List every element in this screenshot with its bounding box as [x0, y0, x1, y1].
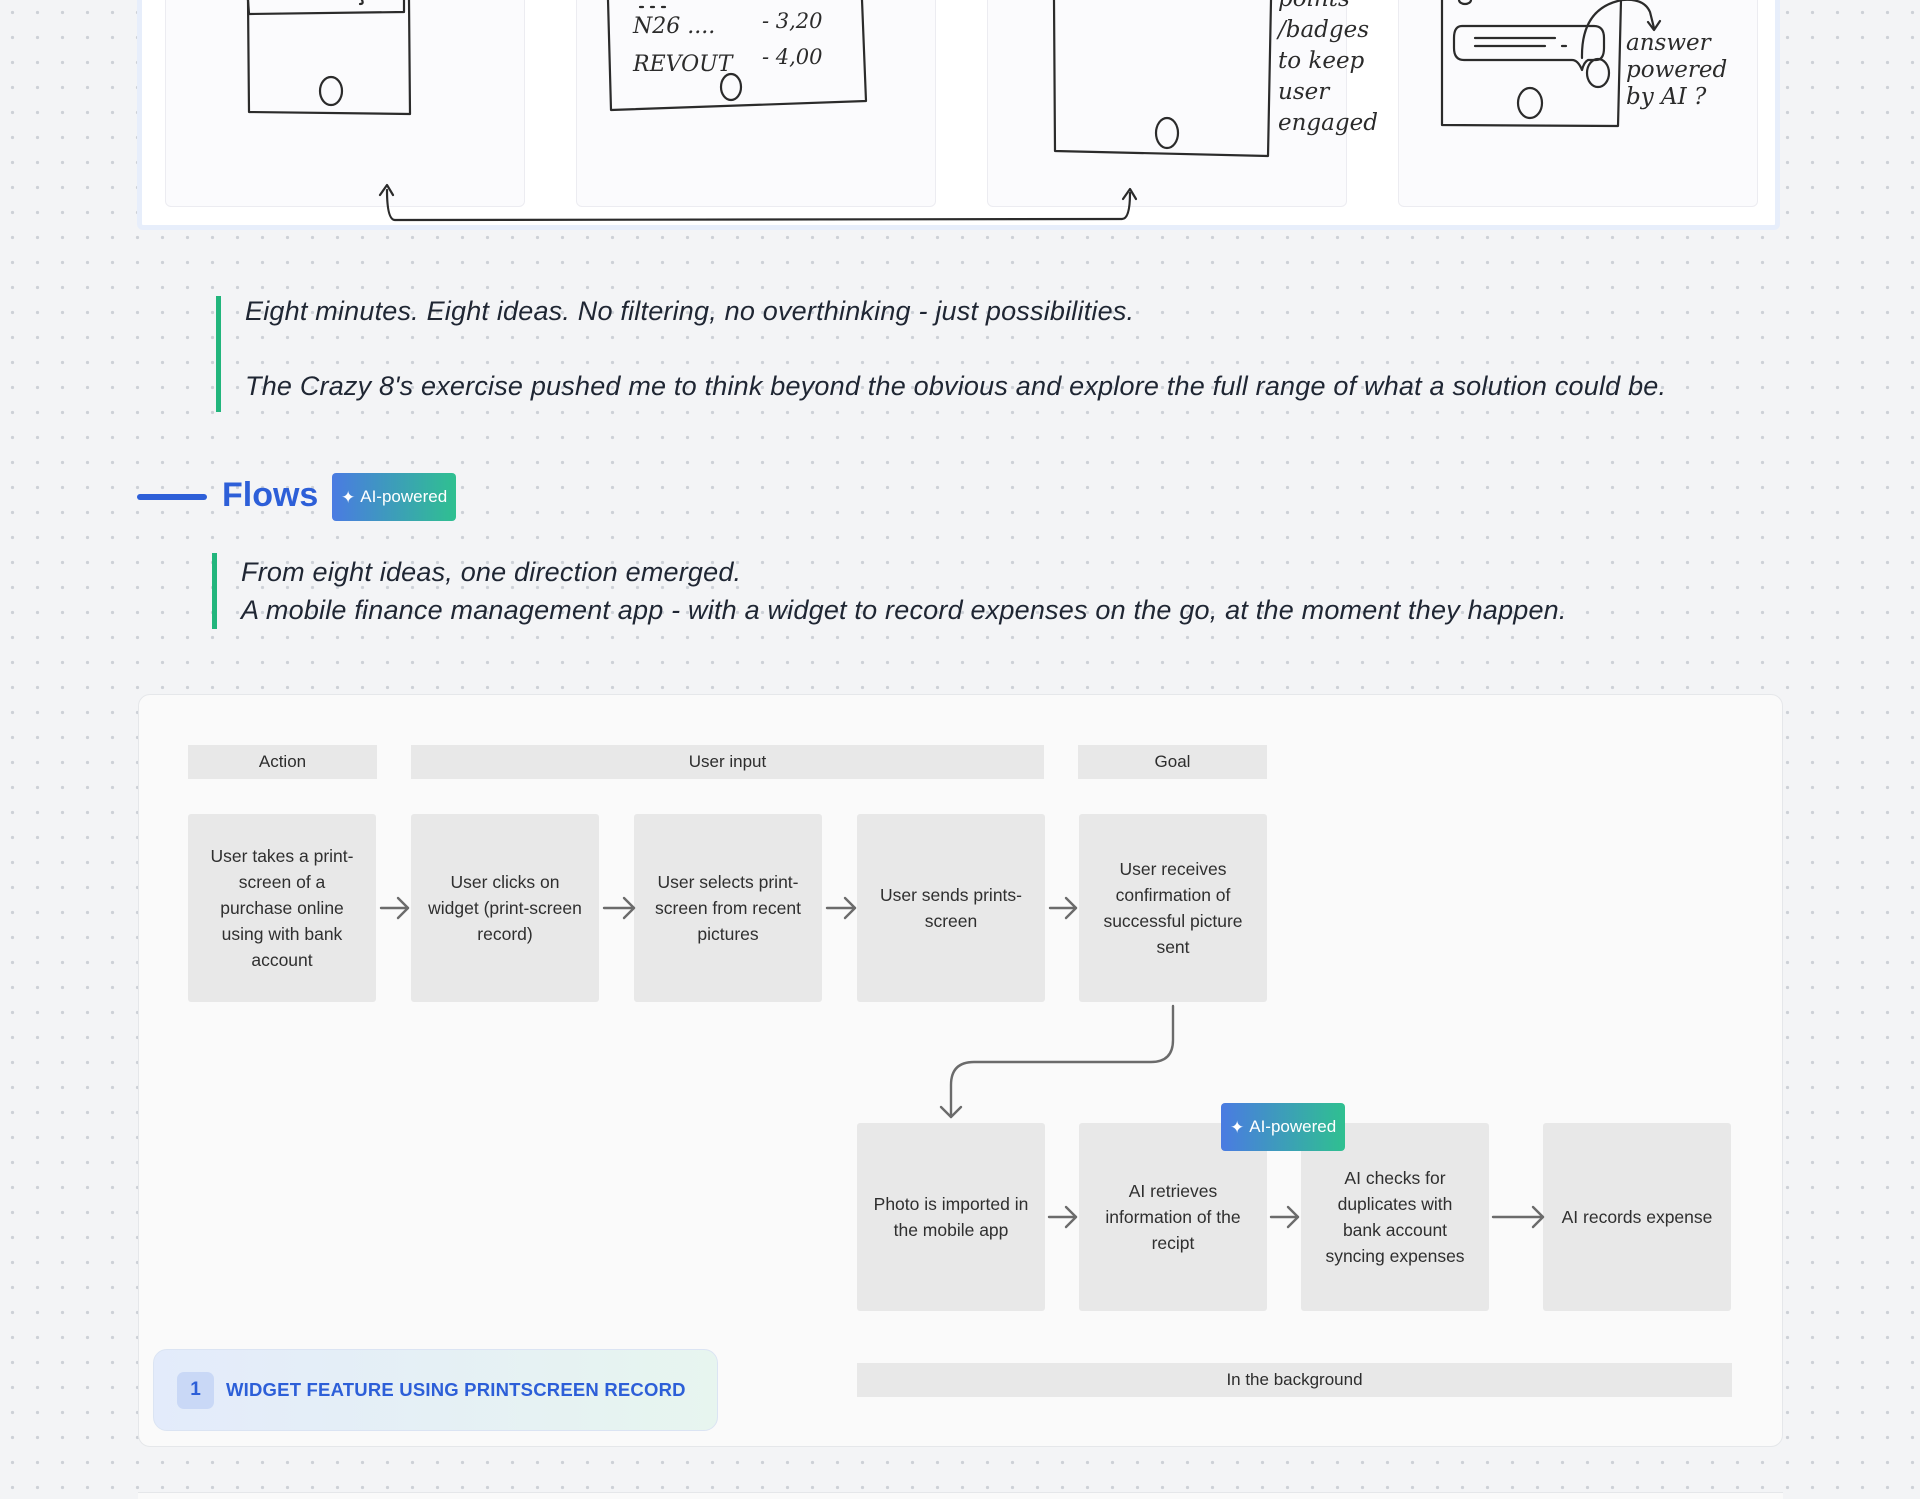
- sketch-note-gamification: points /badges to keep user engaged: [1278, 0, 1378, 136]
- arrow-right-icon: [1491, 1205, 1545, 1229]
- arrow-down-icon: [939, 1004, 1175, 1119]
- ai-powered-badge: ✦ AI-powered: [332, 473, 457, 521]
- column-header-background: In the background: [857, 1363, 1732, 1397]
- sketch-bank-row-2: REVOUT: [633, 52, 733, 77]
- next-card-edge: [138, 1492, 1783, 1499]
- sketch-drawings: [246, 0, 1662, 222]
- crazy8-quote: Eight minutes. Eight ideas. No filtering…: [216, 296, 1666, 412]
- sketch-bank-amount-2: - 4,00: [762, 45, 823, 69]
- sketch-card-2: [576, 0, 936, 207]
- flow-step-ai-duplicates: AI checks for duplicates with bank accou…: [1301, 1123, 1489, 1311]
- flow-step-send-screenshot: User sends prints-screen: [857, 814, 1045, 1002]
- quote-line: Eight minutes. Eight ideas. No filtering…: [245, 296, 1135, 326]
- sparkle-icon: ✦: [341, 487, 356, 507]
- sketch-card-4: [1398, 0, 1758, 207]
- sketch-bank-row-1: N26 ....: [633, 14, 716, 39]
- ai-powered-step-badge: ✦ AI-powered: [1221, 1103, 1346, 1151]
- sketch-card-1: [165, 0, 525, 207]
- quote-line: A mobile finance management app - with a…: [241, 595, 1567, 625]
- arrow-right-icon: [825, 896, 857, 920]
- flow-step-confirmation: User receives confirmation of successful…: [1079, 814, 1267, 1002]
- direction-quote: From eight ideas, one direction emerged.…: [212, 553, 1567, 629]
- arrow-right-icon: [602, 896, 636, 920]
- arrow-right-icon: [1047, 1205, 1078, 1229]
- sketch-bank-amount-1: - 3,20: [762, 9, 823, 33]
- quote-line: From eight ideas, one direction emerged.: [241, 557, 742, 587]
- flow-step-ai-records: AI records expense: [1543, 1123, 1731, 1311]
- arrow-right-icon: [1048, 896, 1078, 920]
- sketch-note-ai: answer powered by AI ?: [1626, 30, 1728, 110]
- arrow-right-icon: [1269, 1205, 1300, 1229]
- feature-number: 1: [177, 1371, 214, 1409]
- sparkle-icon: ✦: [1230, 1117, 1245, 1137]
- section-heading-bar: [137, 494, 207, 500]
- feature-title: WIDGET FEATURE USING PRINTSCREEN RECORD: [226, 1379, 686, 1400]
- feature-label-pill: 1 WIDGET FEATURE USING PRINTSCREEN RECOR…: [153, 1349, 718, 1431]
- flow-step-select-screenshot: User selects print-screen from recent pi…: [634, 814, 822, 1002]
- column-header-action: Action: [188, 745, 377, 779]
- flow-step-ai-retrieves: AI retrieves information of the recipt: [1079, 1123, 1267, 1311]
- flow-step-click-widget: User clicks on widget (print-screen reco…: [411, 814, 599, 1002]
- quote-line: The Crazy 8's exercise pushed me to thin…: [245, 371, 1667, 401]
- flow-step-photo-imported: Photo is imported in the mobile app: [857, 1123, 1045, 1311]
- flow-step-screenshot-purchase: User takes a print-screen of a purchase …: [188, 814, 376, 1002]
- section-title: Flows: [222, 476, 319, 514]
- column-header-user-input: User input: [411, 745, 1044, 779]
- column-header-goal: Goal: [1078, 745, 1267, 779]
- arrow-right-icon: [379, 896, 410, 920]
- sketch-card-3: [987, 0, 1347, 207]
